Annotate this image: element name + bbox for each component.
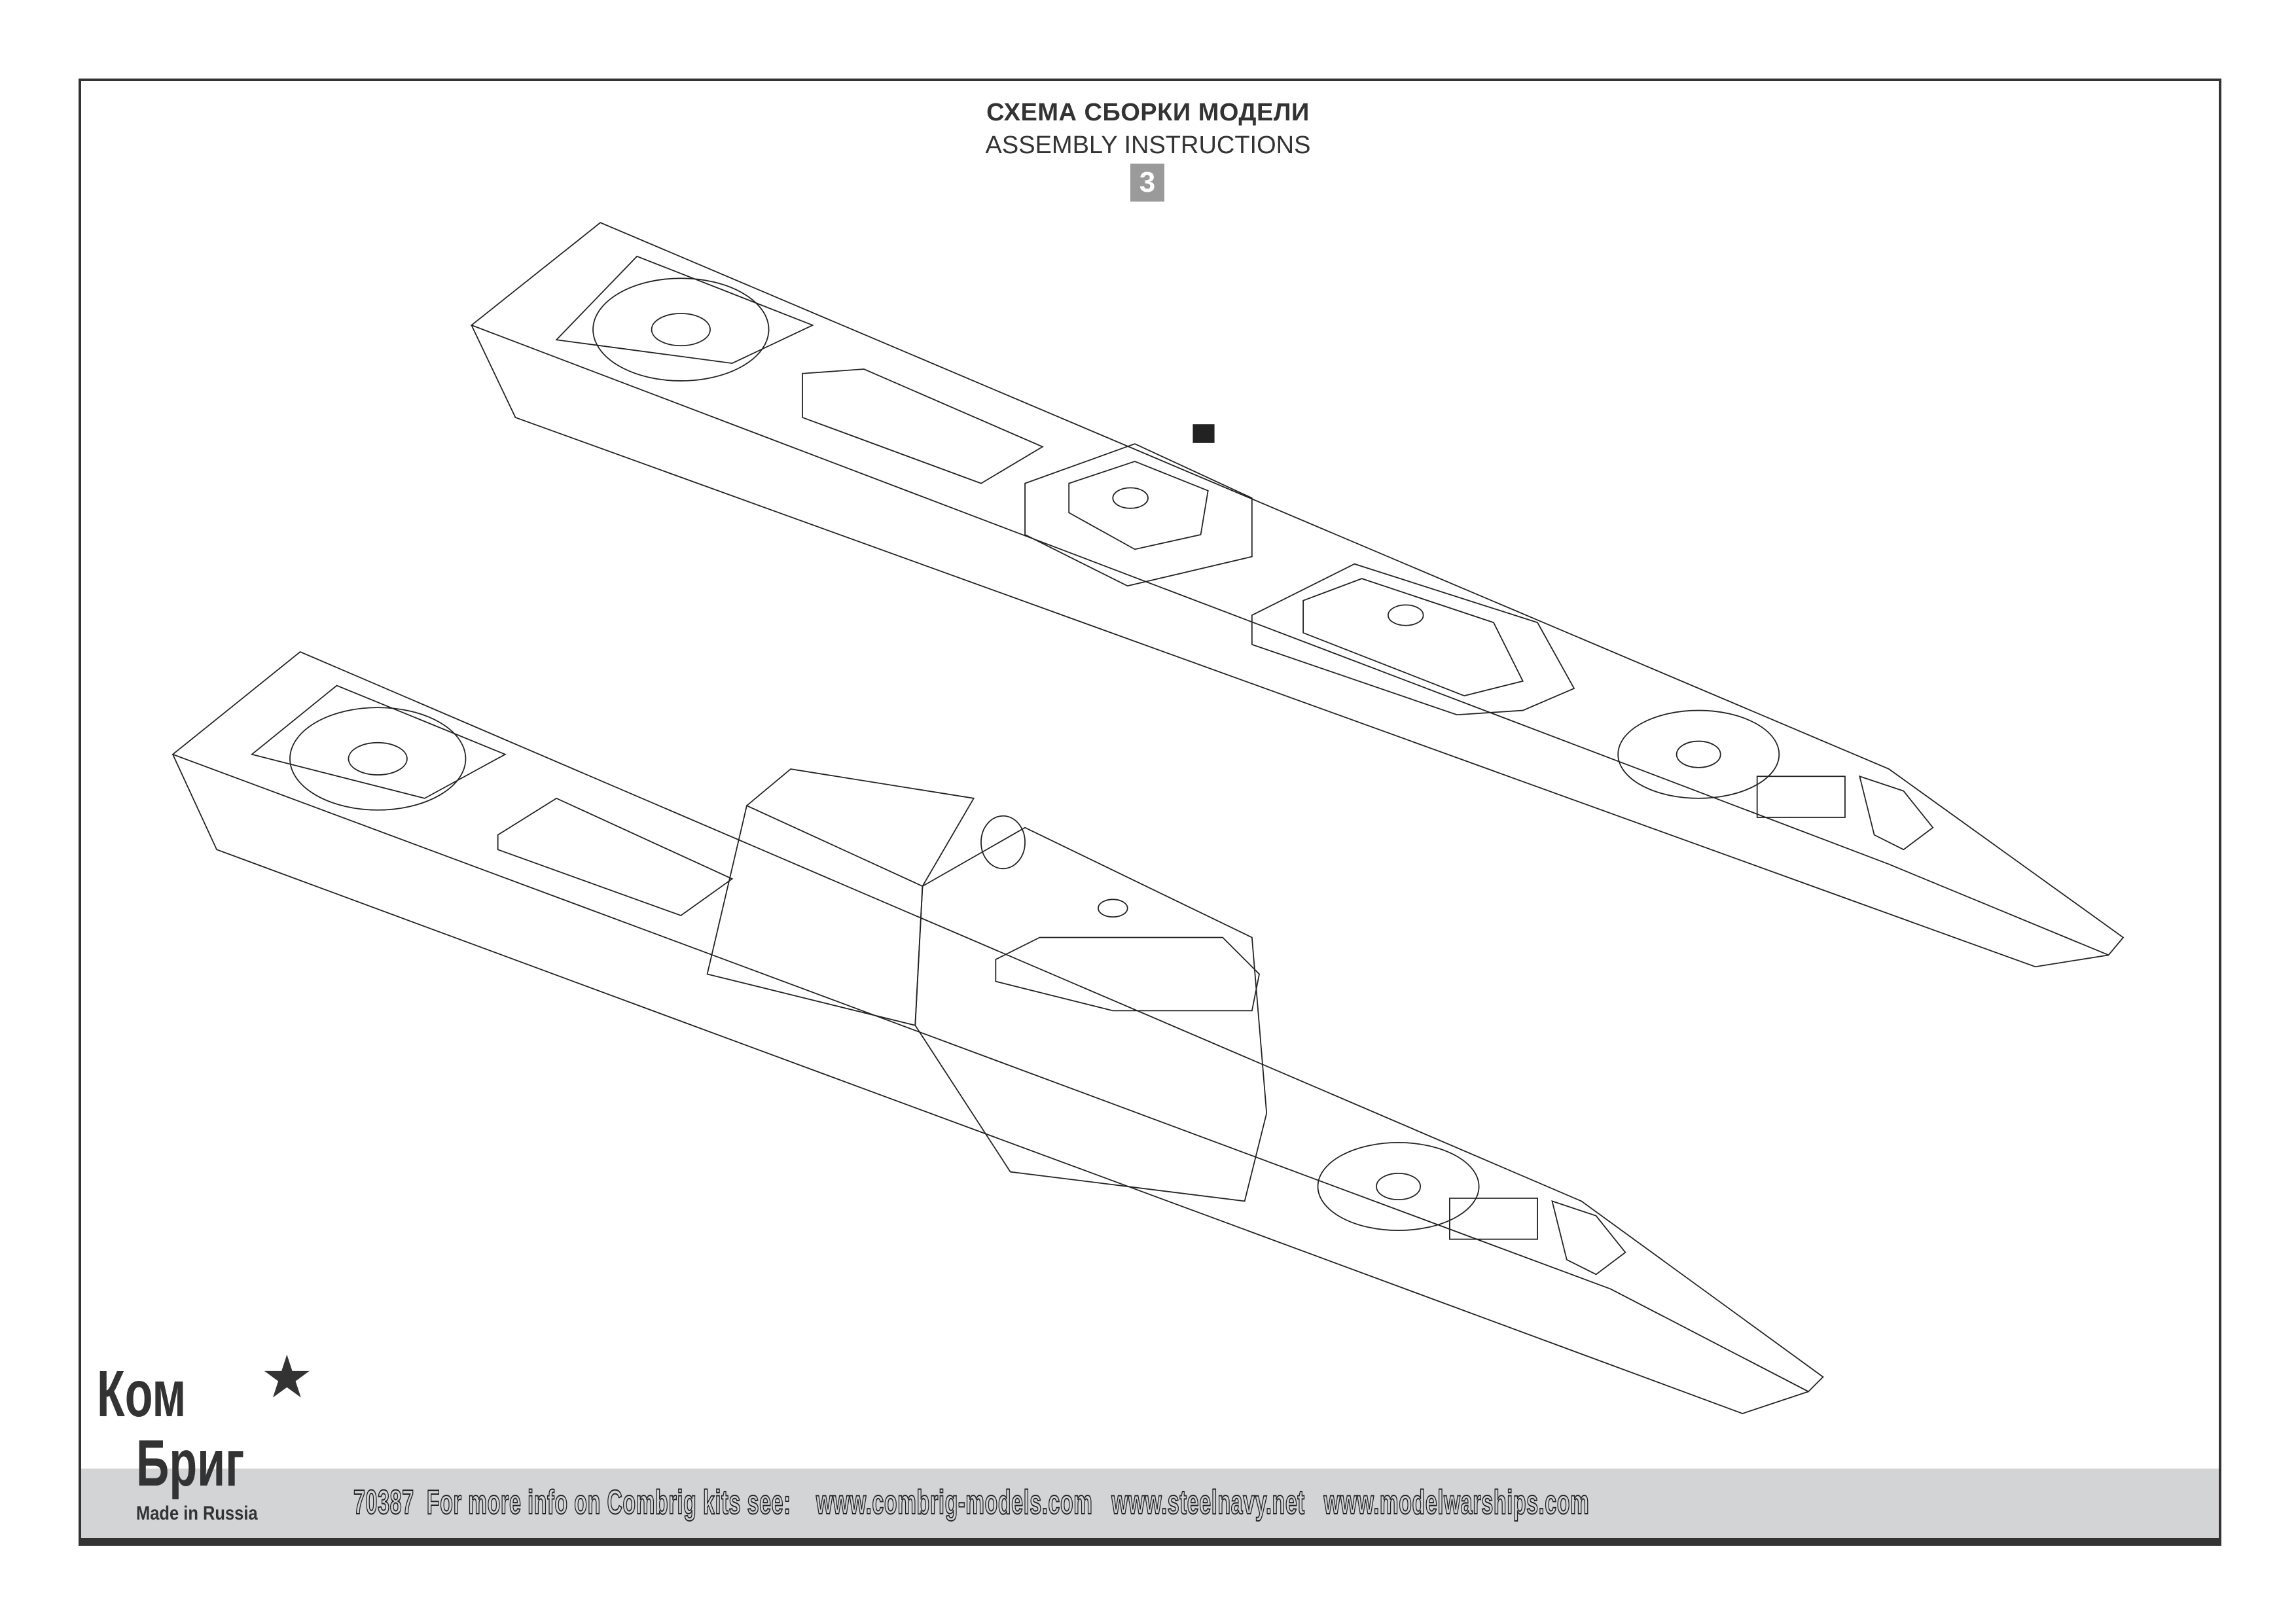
step-number-badge: 3 [1130, 164, 1164, 202]
title-russian: СХЕМА СБОРКИ МОДЕЛИ [986, 99, 1310, 126]
combrig-logo: ★ Ком Бриг Made in Russia [97, 1348, 346, 1531]
logo-line1: Ком [97, 1357, 187, 1431]
footer-band [81, 1469, 2219, 1543]
title-english: ASSEMBLY INSTRUCTIONS [985, 132, 1311, 159]
hull-lower-drawing [171, 651, 1824, 1414]
page-border [79, 79, 2221, 1546]
hull-upper-drawing [470, 222, 2125, 968]
made-in-label: Made in Russia [136, 1503, 258, 1524]
footer-info-text: 70387 For more info on Combrig kits see:… [353, 1483, 1590, 1522]
logo-line2: Бриг [136, 1427, 245, 1500]
star-icon: ★ [260, 1345, 314, 1410]
